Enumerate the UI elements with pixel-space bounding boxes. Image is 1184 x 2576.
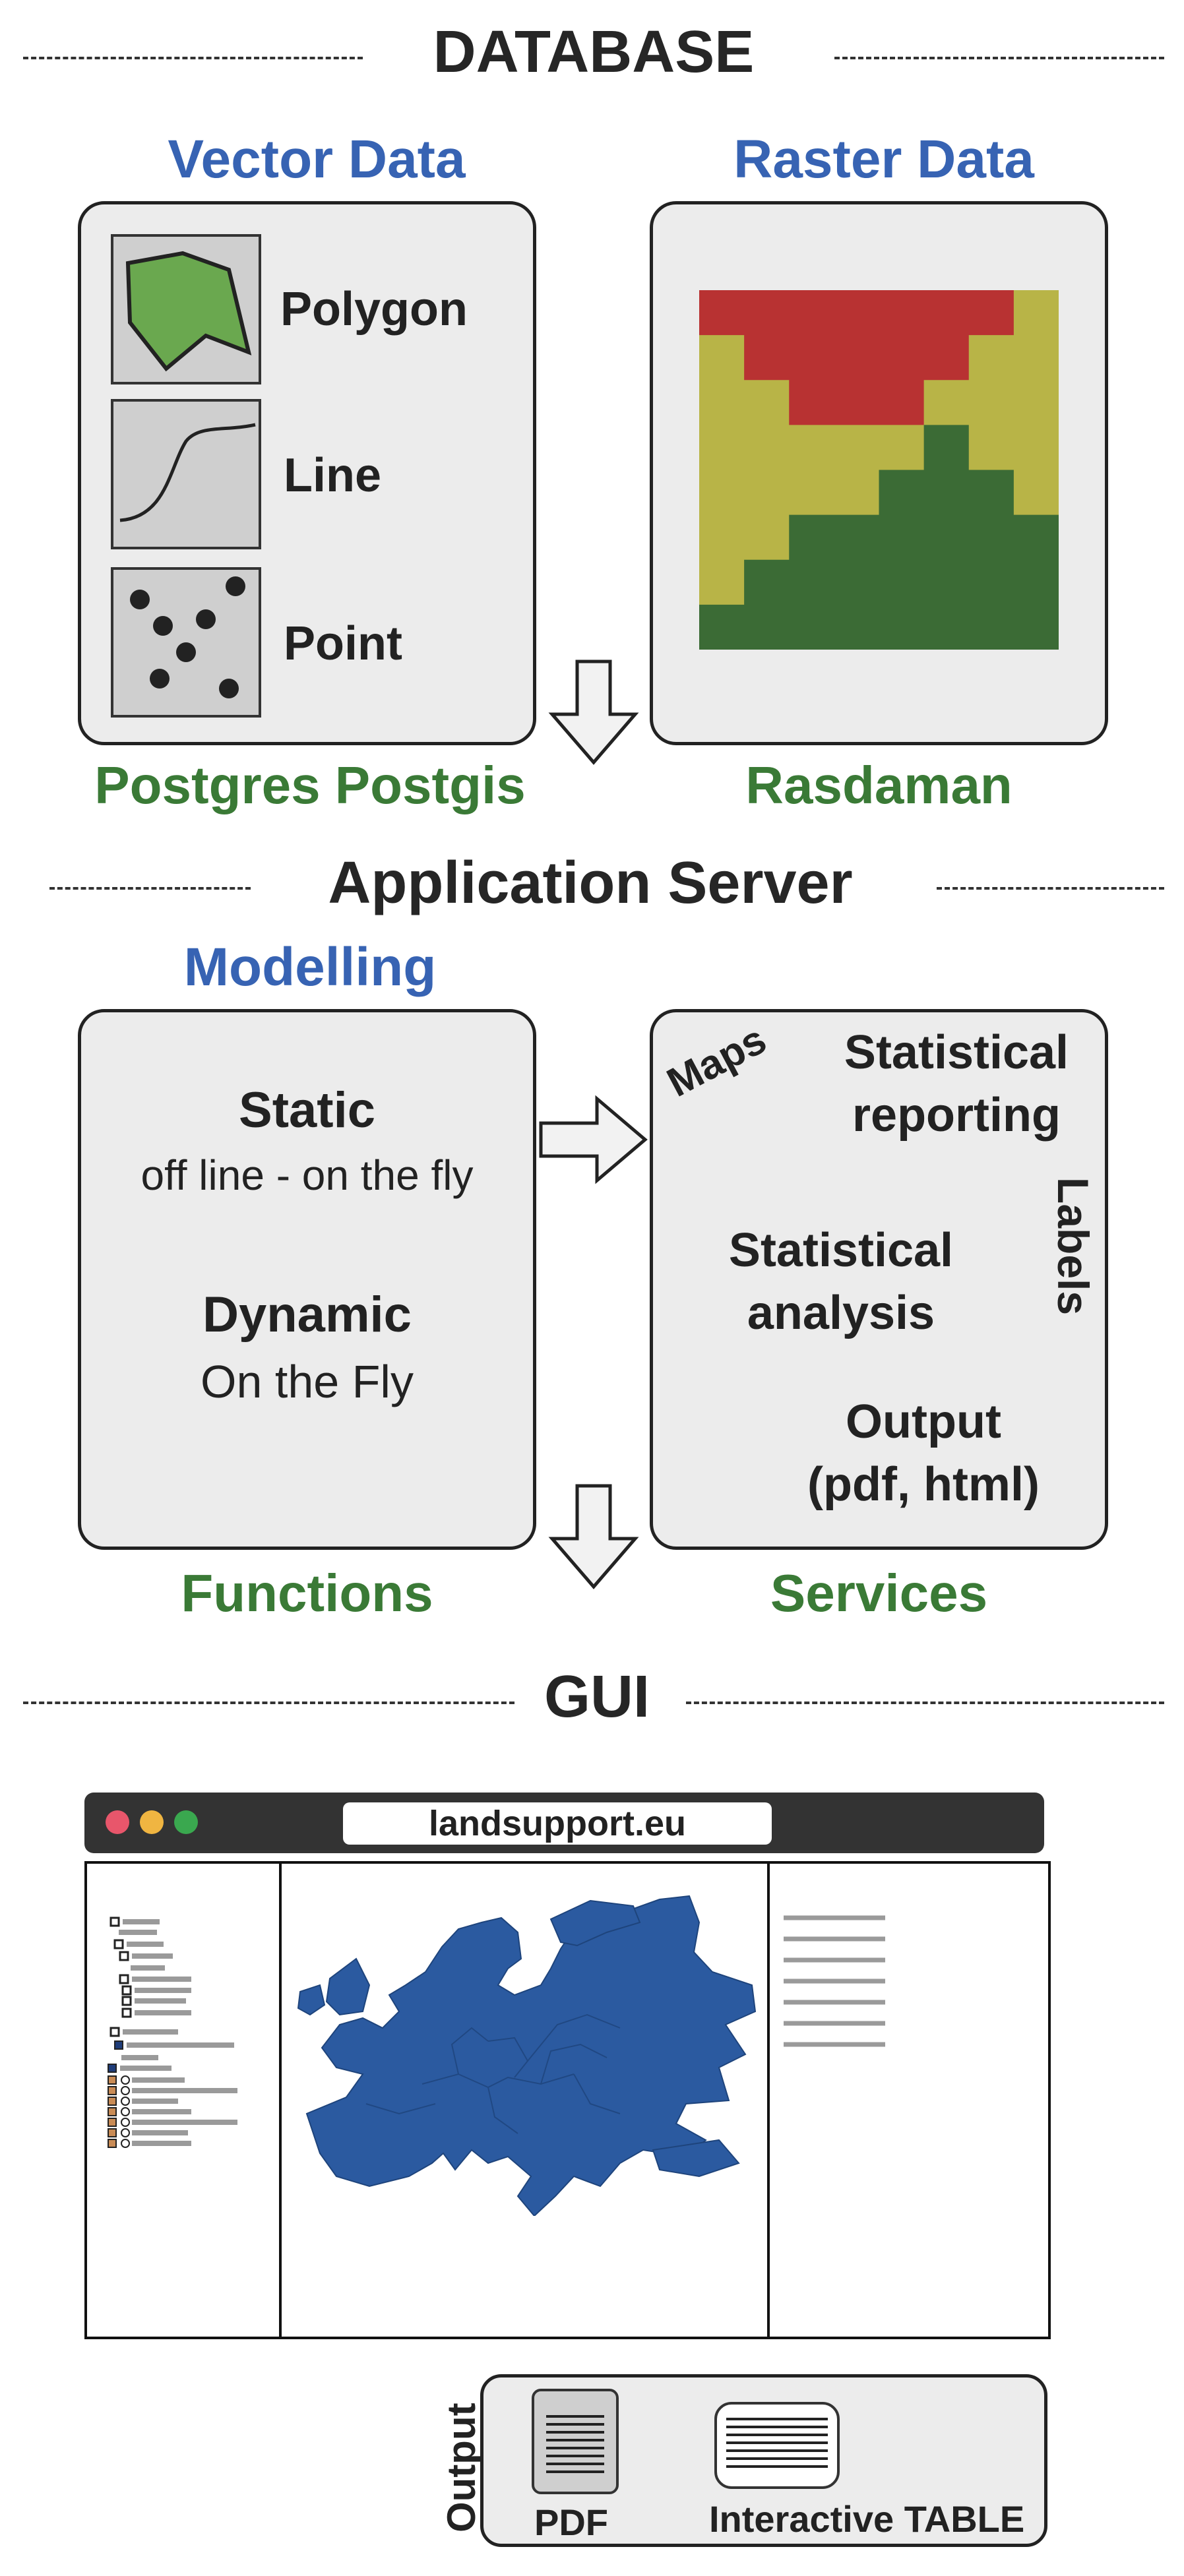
stat-reporting-line2: reporting (852, 1089, 1061, 1142)
database-divider-left (23, 57, 363, 59)
pdf-label: PDF (534, 2501, 608, 2543)
gui-divider-right (686, 1702, 1164, 1704)
panel-divider-right (767, 1861, 770, 2339)
rasdaman-label: Rasdaman (745, 756, 1013, 814)
layer-checkbox (113, 1939, 124, 1949)
layer-checkbox (114, 2040, 123, 2050)
app-server-divider-right (937, 887, 1164, 890)
interactive-table-button[interactable] (714, 2402, 840, 2489)
down-arrow-icon (548, 659, 639, 765)
point-icon (130, 576, 245, 698)
raster-data-title: Raster Data (733, 129, 1034, 189)
database-title: DATABASE (433, 19, 755, 85)
stat-analysis-line1: Statistical (728, 1224, 954, 1277)
table-lines-icon (726, 2418, 828, 2468)
services-box (650, 1009, 1108, 1550)
down-arrow-icon (548, 1484, 639, 1589)
pdf-button[interactable] (532, 2389, 619, 2494)
functions-label: Functions (181, 1564, 433, 1622)
layer-checkbox (108, 2064, 117, 2073)
polygon-label: Polygon (280, 283, 468, 336)
dynamic-title: Dynamic (203, 1287, 412, 1343)
app-server-divider-left (49, 887, 251, 890)
europe-map (297, 1895, 757, 2216)
info-panel-text (784, 1915, 885, 2047)
polygon-icon (125, 251, 252, 372)
panel-divider-left (279, 1861, 282, 2339)
labels-label: Labels (1049, 1177, 1098, 1316)
static-subtitle: off line - on the fly (140, 1151, 474, 1199)
polygon-thumbnail (111, 234, 261, 384)
layer-checkbox (119, 1974, 129, 1984)
url-text: landsupport.eu (429, 1804, 686, 1843)
database-divider-right (834, 57, 1164, 59)
gui-divider-left (23, 1702, 514, 1704)
layer-list-panel (108, 1917, 237, 2148)
vector-data-title: Vector Data (168, 129, 466, 189)
layer-checkbox (119, 1951, 129, 1961)
gui-output-label: Output (439, 2403, 483, 2532)
line-icon (119, 423, 256, 522)
layer-checkbox (121, 1985, 132, 1996)
window-minimize-button[interactable] (140, 1810, 164, 1834)
stat-analysis-line2: analysis (747, 1287, 935, 1339)
layer-checkbox (121, 1996, 132, 2006)
stat-reporting-line1: Statistical (844, 1026, 1069, 1079)
right-arrow-icon (539, 1095, 648, 1184)
services-label: Services (770, 1564, 988, 1622)
output-line2: (pdf, html) (807, 1458, 1040, 1511)
window-close-button[interactable] (106, 1810, 129, 1834)
static-title: Static (239, 1082, 375, 1138)
gui-title: GUI (544, 1664, 650, 1730)
point-thumbnail (111, 567, 261, 718)
interactive-table-label: Interactive TABLE (709, 2498, 1025, 2540)
document-lines-icon (546, 2415, 604, 2473)
app-server-title: Application Server (328, 850, 853, 916)
output-line1: Output (846, 1395, 1001, 1448)
window-maximize-button[interactable] (174, 1810, 198, 1834)
modelling-title: Modelling (183, 937, 437, 997)
layer-checkbox (109, 2027, 120, 2037)
dynamic-subtitle: On the Fly (201, 1356, 414, 1407)
postgres-postgis-label: Postgres Postgis (94, 756, 526, 814)
line-label: Line (284, 449, 382, 502)
layer-checkbox (121, 2008, 132, 2018)
raster-grid-image (699, 290, 1059, 650)
point-label: Point (284, 617, 402, 670)
modelling-box (78, 1009, 536, 1550)
layer-checkbox (109, 1917, 120, 1927)
url-bar[interactable]: landsupport.eu (343, 1802, 772, 1845)
line-thumbnail (111, 399, 261, 549)
